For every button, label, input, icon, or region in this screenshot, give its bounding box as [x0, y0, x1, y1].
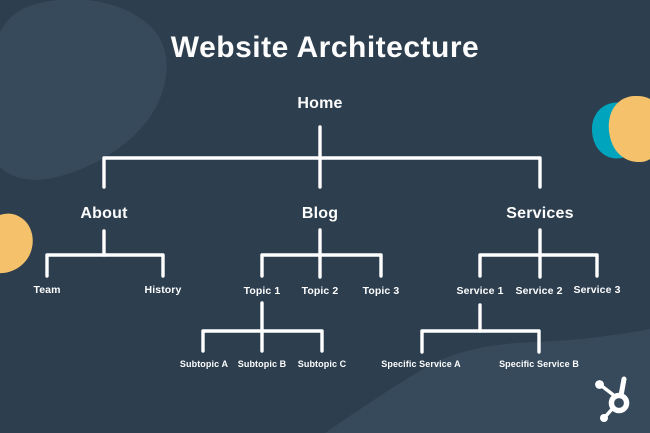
- node-history: History: [144, 284, 182, 296]
- node-subtopic-c: Subtopic C: [297, 359, 347, 369]
- hubspot-sprocket-icon: [595, 376, 630, 422]
- connector-services-rail: [478, 253, 599, 278]
- node-topic-2: Topic 2: [301, 285, 339, 297]
- node-subtopic-a: Subtopic A: [179, 359, 229, 369]
- node-topic-3: Topic 3: [362, 285, 400, 297]
- connector-topic1-rail: [201, 329, 324, 353]
- node-service-1: Service 1: [456, 285, 504, 297]
- connector-level1-rail: [102, 156, 542, 189]
- node-service-3: Service 3: [573, 284, 621, 296]
- node-team: Team: [33, 284, 61, 296]
- connector-service1-rail: [420, 329, 541, 354]
- node-service-2: Service 2: [515, 285, 563, 297]
- node-services: Services: [506, 205, 574, 222]
- node-home: Home: [297, 95, 343, 112]
- node-about: About: [80, 205, 128, 222]
- page-title: Website Architecture: [170, 31, 480, 64]
- node-blog: Blog: [301, 205, 339, 222]
- connector-about-rail: [45, 253, 165, 278]
- connector-blog-rail: [260, 253, 383, 278]
- blob-yellow-right: [608, 96, 650, 163]
- node-specific-service-b: Specific Service B: [499, 359, 579, 369]
- blob-navy-top-left: [0, 0, 167, 180]
- blob-yellow-left: [0, 213, 33, 274]
- blob-navy-bottom-right: [325, 329, 650, 433]
- node-topic-1: Topic 1: [243, 285, 281, 297]
- node-specific-service-a: Specific Service A: [381, 359, 461, 369]
- node-subtopic-b: Subtopic B: [237, 359, 287, 369]
